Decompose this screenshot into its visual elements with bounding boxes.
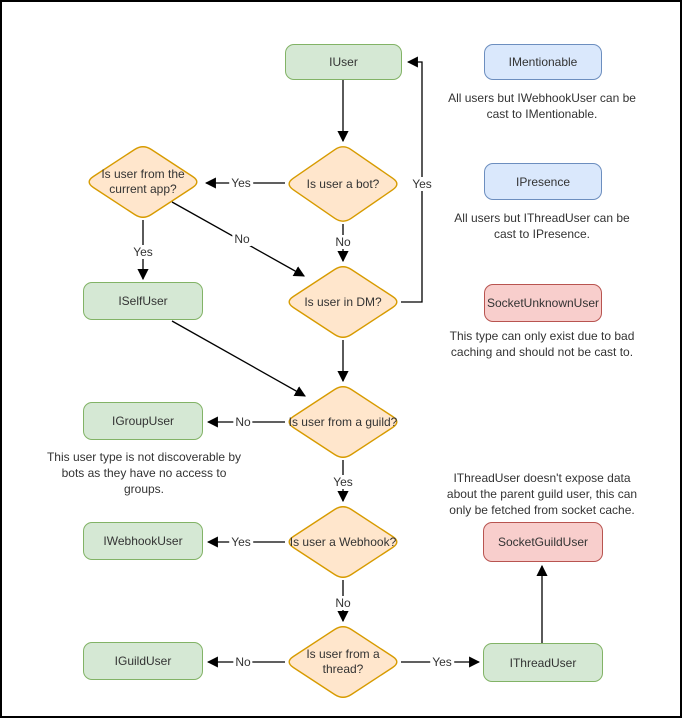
node-iselfuser-label: ISelfUser	[118, 294, 168, 308]
edge-label-guild-to-webhook: Yes	[331, 475, 355, 489]
note-socketunknownuser: This type can only exist due to bad cach…	[449, 329, 635, 359]
edge-label-bot-to-dm: No	[333, 235, 353, 249]
edge-label-bot-to-app: Yes	[229, 176, 253, 190]
decision-is-thread-shape	[288, 626, 398, 698]
node-ipresence-label: IPresence	[515, 174, 571, 189]
node-iwebhookuser: IWebhookUser	[83, 522, 203, 560]
node-iuser-label: IUser	[329, 55, 358, 69]
decision-is-bot-label: Is user a bot?	[306, 176, 380, 191]
edge-label-thread-to-ithread: Yes	[430, 655, 454, 669]
node-igroupuser-label: IGroupUser	[111, 414, 175, 428]
decision-is-guild-shape	[288, 386, 398, 458]
edge-iselfuser-to-isguild	[171, 320, 306, 397]
edge-label-guild-to-igroup: No	[233, 415, 253, 429]
decision-is-dm-shape	[288, 266, 398, 338]
node-ithreaduser-label: IThreadUser	[509, 655, 577, 670]
node-igroupuser: IGroupUser	[83, 402, 203, 440]
node-iguilduser-label: IGuildUser	[114, 654, 172, 668]
node-ithreaduser: IThreadUser	[483, 643, 603, 682]
decision-is-current-app-label: Is user from the current app?	[101, 167, 185, 196]
decision-is-dm-label: Is user in DM?	[304, 294, 382, 309]
edge-label-dm-to-iuser: Yes	[410, 177, 434, 191]
node-socketunknownuser-label: SocketUnknownUser	[486, 296, 600, 310]
decision-is-bot-shape	[288, 146, 398, 222]
edge-label-thread-to-iguild: No	[233, 655, 253, 669]
node-imentionable-label: IMentionable	[508, 55, 578, 69]
node-socketguilduser: SocketGuildUser	[483, 522, 603, 562]
note-ithreaduser: IThreadUser doesn't expose data about th…	[446, 471, 638, 517]
edge-label-app-to-dm: No	[232, 232, 252, 246]
node-iwebhookuser-label: IWebhookUser	[103, 534, 183, 548]
decision-is-current-app-shape	[88, 146, 198, 218]
node-ipresence: IPresence	[484, 163, 602, 200]
decision-is-webhook-shape	[288, 506, 398, 578]
decision-is-guild-label: Is user from a guild?	[288, 414, 398, 429]
edge-label-app-to-iself: Yes	[131, 245, 155, 259]
node-iselfuser: ISelfUser	[83, 282, 203, 320]
decision-is-thread-label: Is user from a thread?	[306, 647, 380, 676]
node-iguilduser: IGuildUser	[83, 642, 203, 680]
edge-label-webhook-to-thread: No	[333, 596, 353, 610]
node-imentionable: IMentionable	[484, 44, 602, 80]
note-ipresence: All users but IThreadUser can be cast to…	[454, 211, 630, 241]
note-imentionable: All users but IWebhookUser can be cast t…	[448, 91, 636, 121]
decision-is-webhook-label: Is user a Webhook?	[289, 534, 397, 549]
edge-label-webhook-to-iwebhook: Yes	[229, 535, 253, 549]
node-socketunknownuser: SocketUnknownUser	[484, 284, 602, 322]
node-iuser: IUser	[285, 44, 402, 80]
note-igroupuser: This user type is not discoverable by bo…	[46, 450, 242, 496]
node-socketguilduser-label: SocketGuildUser	[497, 535, 589, 549]
